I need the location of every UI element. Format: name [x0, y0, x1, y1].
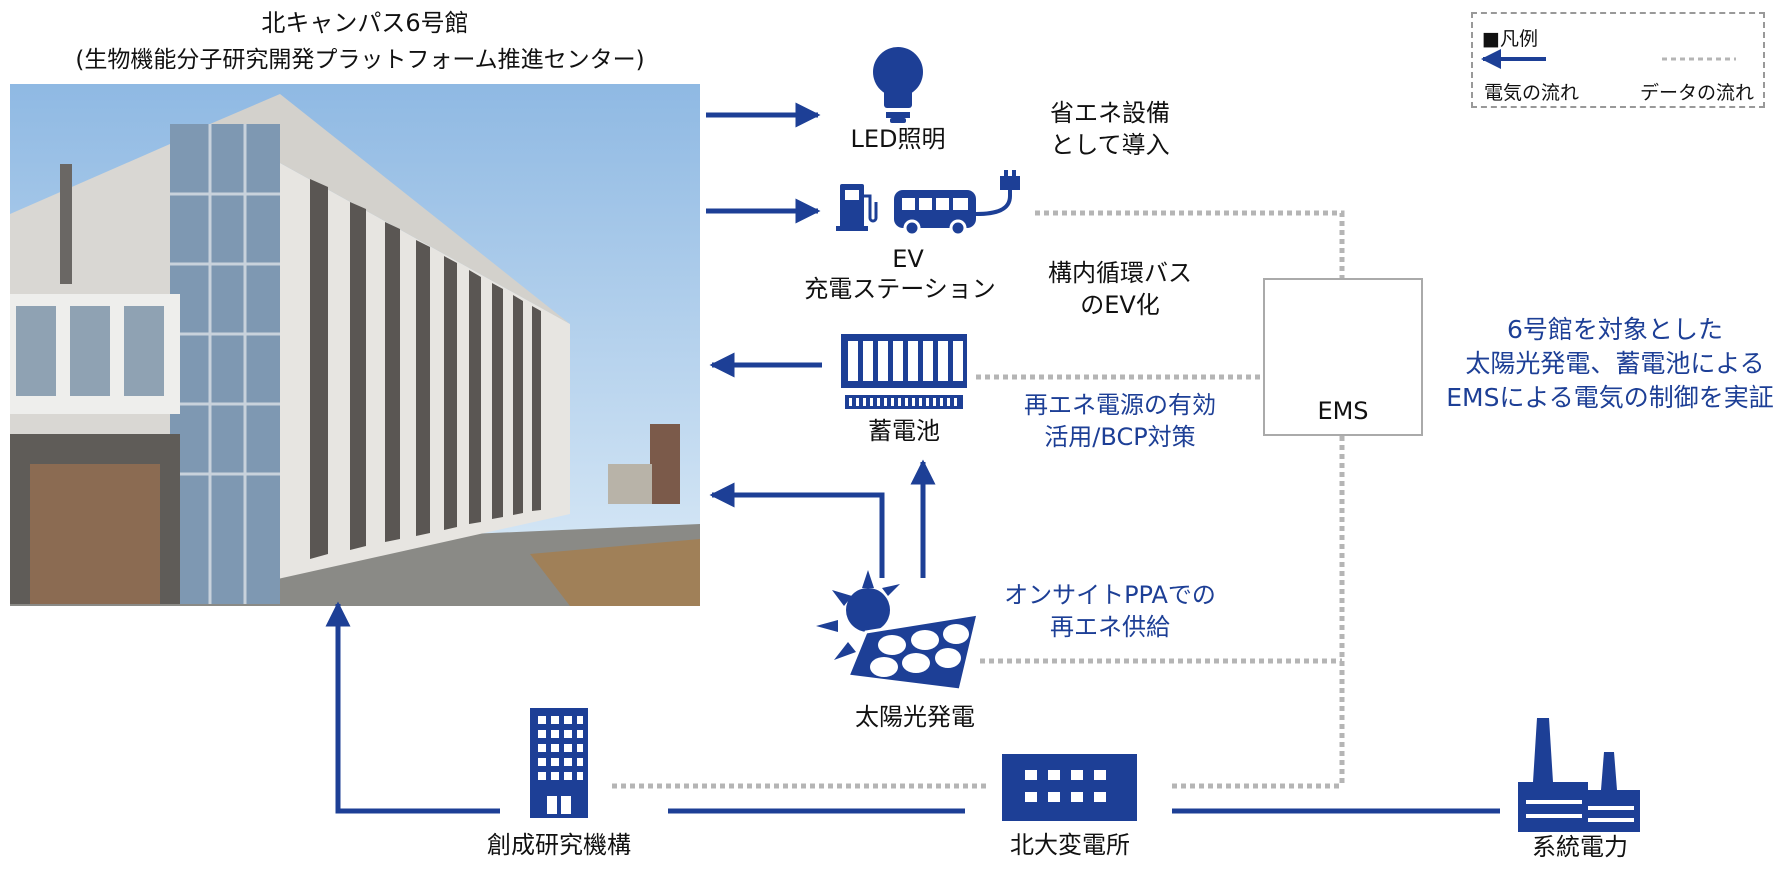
bus-icon — [894, 190, 976, 237]
legend-heading: ■凡例 — [1482, 28, 1538, 50]
ev-label-line2: 充電ステーション — [804, 275, 996, 303]
battery-label: 蓄電池 — [868, 417, 940, 445]
renew-note-line1: 再エネ電源の有効 — [1024, 391, 1216, 419]
ems-note-line1: 6号館を対象とした — [1507, 315, 1723, 344]
institute-label: 創成研究機構 — [487, 831, 631, 859]
battery-icon — [841, 334, 967, 409]
ppa-note-line1: オンサイトPPAでの — [1004, 581, 1216, 609]
saving-note-line1: 省エネ設備 — [1050, 99, 1170, 127]
solar-panel-icon — [816, 570, 980, 692]
renew-note-line2: 活用/BCP対策 — [1044, 423, 1196, 451]
lightbulb-icon — [873, 47, 923, 123]
ems-note-line2: 太陽光発電、蓄電池による — [1465, 349, 1765, 378]
ppa-note-line2: 再エネ供給 — [1050, 613, 1170, 641]
building-subtitle: (生物機能分子研究開発プラットフォーム推進センター) — [75, 47, 645, 73]
power-plant-icon — [1518, 718, 1640, 832]
led-label: LED照明 — [850, 125, 946, 153]
ems-box — [1263, 278, 1423, 436]
ev-charger-icon — [836, 184, 878, 231]
saving-note-line2: として導入 — [1050, 131, 1170, 159]
substation-label: 北大変電所 — [1010, 831, 1130, 859]
office-building-icon — [530, 708, 588, 818]
building-photo — [10, 84, 700, 606]
substation-icon — [1002, 754, 1137, 821]
ev-label-line1: EV — [892, 245, 924, 273]
legend-electric-label: 電気の流れ — [1484, 82, 1580, 104]
arrow-institute-to-building — [325, 601, 500, 814]
solar-label: 太陽光発電 — [855, 703, 975, 731]
grid-label: 系統電力 — [1532, 833, 1628, 861]
ems-label: EMS — [1317, 397, 1369, 425]
legend — [1471, 12, 1765, 108]
bus-note-line1: 構内循環バス — [1048, 259, 1192, 287]
arrow-solar-to-building — [709, 482, 885, 578]
ems-note-line3: EMSによる電気の制御を実証 — [1446, 383, 1774, 412]
building-title: 北キャンパス6号館 — [261, 9, 469, 37]
data-ev-ems — [1035, 210, 1345, 278]
plug-icon — [975, 170, 1020, 216]
legend-data-label: データの流れ — [1640, 82, 1755, 104]
bus-note-line2: のEV化 — [1080, 291, 1160, 319]
